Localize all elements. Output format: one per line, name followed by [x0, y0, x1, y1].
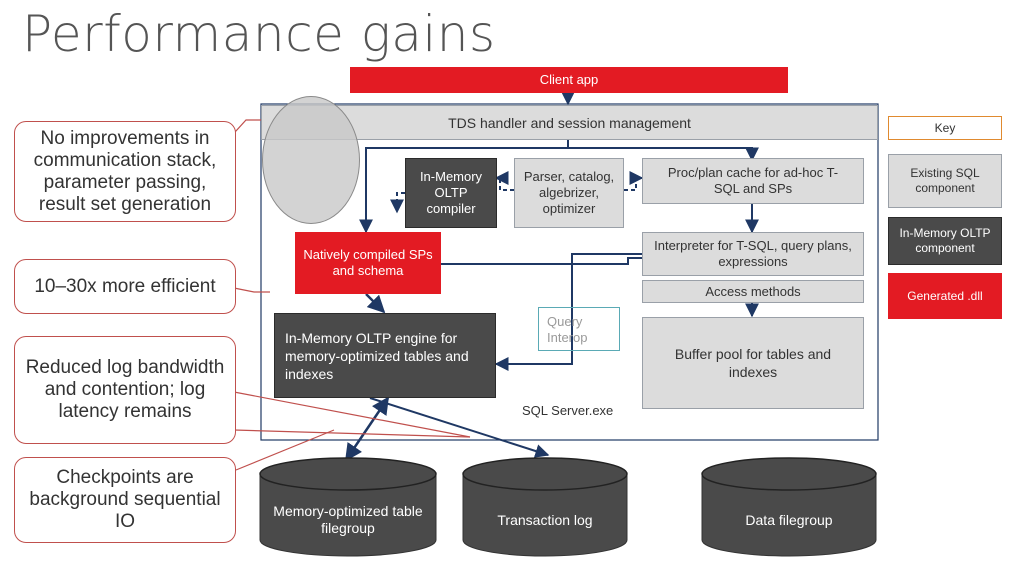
transaction-log-cylinder: [462, 457, 628, 557]
natively-compiled-label: Natively compiled SPs and schema: [303, 247, 433, 278]
interpreter-box: Interpreter for T-SQL, query plans, expr…: [642, 232, 864, 276]
inmemory-engine-box: In-Memory OLTP engine for memory-optimiz…: [274, 313, 496, 398]
highlight-circle: [262, 96, 360, 224]
memory-filegroup-cylinder: [259, 457, 437, 557]
engine-to-log-arrow: [369, 397, 550, 458]
callout-log-pointer-b: [233, 429, 471, 438]
engine-to-memory-fg-arrow: [344, 396, 390, 462]
key-existing-box: Existing SQL component: [888, 154, 1002, 208]
page-title: Performance gains: [22, 5, 496, 63]
parser-to-compiler-arrow: [494, 171, 514, 191]
inmemory-compiler-box: In-Memory OLTP compiler: [405, 158, 497, 228]
parser-label: Parser, catalog, algebrizer, optimizer: [523, 169, 615, 216]
sql-server-label: SQL Server.exe: [522, 403, 614, 418]
native-to-engine-arrow: [365, 293, 386, 314]
tds-handler-box: TDS handler and session management: [261, 105, 878, 140]
tds-handler-label: TDS handler and session management: [448, 114, 691, 131]
proc-cache-box: Proc/plan cache for ad-hoc T-SQL and SPs: [642, 158, 864, 204]
key-generated-label: Generated .dll: [907, 289, 983, 303]
callout-checkpoints: Checkpoints are background sequential IO: [14, 457, 236, 543]
inmemory-engine-label: In-Memory OLTP engine for memory-optimiz…: [285, 329, 469, 382]
access-methods-label: Access methods: [705, 283, 801, 299]
tds-to-cache-arrow: [567, 140, 759, 162]
callout-checkpoint-pointer: [235, 429, 335, 471]
memory-filegroup-label: Memory-optimized table filegroup: [273, 503, 423, 536]
key-inmemory-label: In-Memory OLTP component: [899, 226, 991, 255]
callout-efficient-pointer: [233, 287, 270, 293]
key-title-label: Key: [934, 121, 956, 135]
client-app-box: Client app: [350, 67, 788, 93]
callout-efficient: 10–30x more efficient: [14, 259, 236, 314]
data-filegroup-cylinder: [701, 457, 877, 557]
client-app-label: Client app: [539, 72, 599, 87]
callout-efficient-text: 10–30x more efficient: [34, 275, 216, 297]
key-inmemory-box: In-Memory OLTP component: [888, 217, 1002, 265]
compiler-to-native-dashed: [390, 192, 405, 214]
key-generated-box: Generated .dll: [888, 273, 1002, 319]
key-existing-label: Existing SQL component: [910, 166, 980, 195]
callout-log-text: Reduced log bandwidth and contention; lo…: [25, 357, 225, 422]
proc-cache-label: Proc/plan cache for ad-hoc T-SQL and SPs: [667, 165, 839, 196]
query-interop-box: Query Interop: [538, 307, 620, 351]
inmemory-compiler-label: In-Memory OLTP compiler: [419, 169, 483, 216]
parser-to-cache-arrow: [624, 171, 644, 191]
data-filegroup-label: Data filegroup: [745, 511, 833, 528]
interpreter-to-native-arrow: [416, 257, 642, 271]
interpreter-label: Interpreter for T-SQL, query plans, expr…: [654, 238, 852, 269]
interpreter-to-engine-arrow: [494, 253, 642, 371]
callout-checkpoints-text: Checkpoints are background sequential IO: [29, 467, 221, 532]
access-methods-box: Access methods: [642, 280, 864, 303]
natively-compiled-box: Natively compiled SPs and schema: [295, 232, 441, 294]
callout-log-pointer-a: [233, 391, 471, 438]
buffer-pool-label: Buffer pool for tables and indexes: [674, 346, 832, 380]
callout-communication: No improvements in communication stack, …: [14, 121, 236, 222]
callout-communication-text: No improvements in communication stack, …: [33, 127, 217, 215]
transaction-log-label: Transaction log: [497, 511, 593, 528]
key-title-box: Key: [888, 116, 1002, 140]
tds-to-native-arrow: [359, 147, 568, 234]
query-interop-label: Query Interop: [547, 314, 588, 345]
parser-box: Parser, catalog, algebrizer, optimizer: [514, 158, 624, 228]
buffer-pool-box: Buffer pool for tables and indexes: [642, 317, 864, 409]
callout-log: Reduced log bandwidth and contention; lo…: [14, 336, 236, 444]
